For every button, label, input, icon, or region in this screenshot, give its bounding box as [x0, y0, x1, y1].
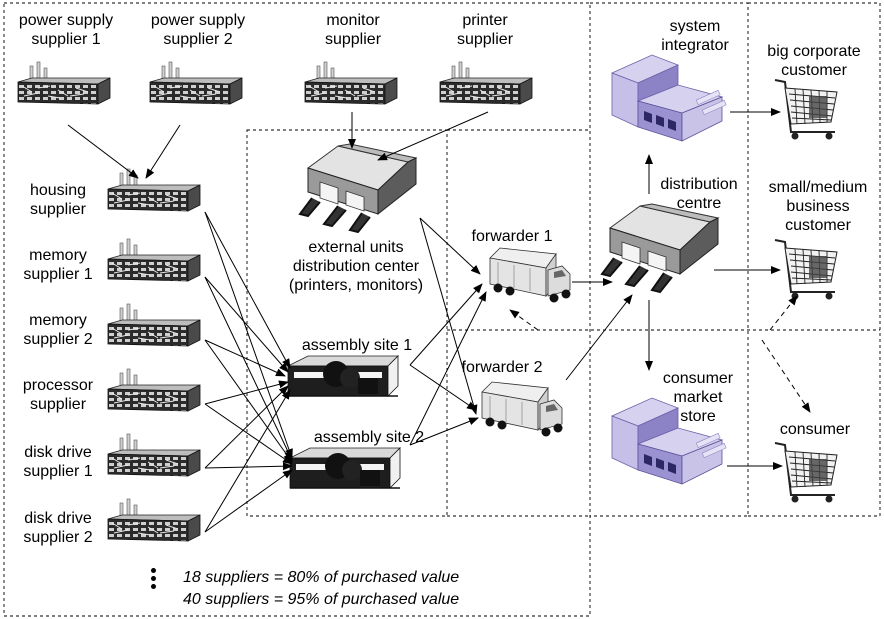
distribution-centre-warehouse-icon: [601, 203, 719, 293]
dashed-flow-arrows: [509, 295, 811, 413]
note-18-suppliers: 18 suppliers = 80% of purchased value: [183, 569, 460, 586]
forwarder-region-border: [447, 129, 590, 517]
housing-supplier-factory-icon: [107, 168, 201, 212]
memory-supplier-2-factory-icon: [107, 303, 201, 347]
flow-arrows: [67, 108, 783, 533]
memory-supplier-1-factory-icon: [107, 238, 201, 282]
note-40-suppliers: 40 suppliers = 95% of purchased value: [183, 591, 460, 608]
printer-supplier-factory-icon: [439, 61, 533, 105]
more-suppliers-ellipsis: [150, 568, 158, 592]
consumer-label: consumer: [779, 421, 851, 438]
customer-region-border: [748, 2, 881, 517]
assembly-site-2-label: assembly site 2: [313, 429, 425, 446]
disk-drive-supplier-1-factory-icon: [107, 433, 201, 477]
assembly-site-2-plant-icon: [289, 447, 401, 489]
system-integrator-building-icon: [611, 54, 727, 142]
forwarder-1-label: forwarder 1: [471, 228, 553, 245]
supplier-region-border: [3, 2, 591, 617]
forwarder-2-truck-icon: [481, 381, 563, 437]
forwarder-1-truck-icon: [489, 247, 571, 303]
processor-supplier-factory-icon: [107, 368, 201, 412]
disk-drive-supplier-2-factory-icon: [107, 498, 201, 542]
external-units-warehouse-icon: [299, 143, 417, 233]
forwarder-2-label: forwarder 2: [461, 359, 543, 376]
consumer-cart-icon: [774, 442, 838, 504]
smb-cart-icon: [774, 239, 838, 301]
power-supply-supplier-2-factory-icon: [149, 61, 243, 105]
distribution-region-border: [590, 2, 749, 517]
big-corporate-cart-icon: [774, 79, 838, 141]
power-supply-supplier-1-factory-icon: [17, 61, 111, 105]
assembly-site-1-plant-icon: [287, 355, 399, 397]
assembly-site-1-label: assembly site 1: [301, 337, 413, 354]
monitor-supplier-factory-icon: [304, 61, 398, 105]
factory-icons: [17, 61, 533, 542]
